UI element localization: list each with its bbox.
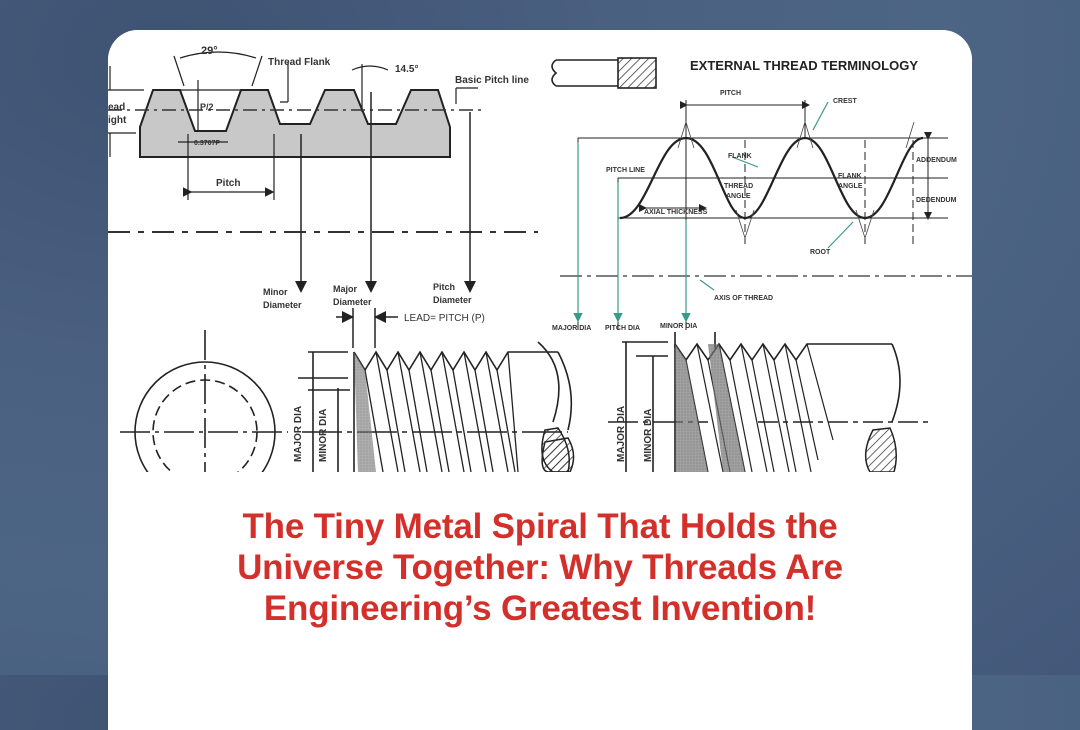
angle-14-5-label: 14.5° (395, 64, 418, 75)
pitch-line-label: PITCH LINE (606, 167, 645, 174)
major-dia-vertical-label: MAJOR DIA (293, 406, 304, 462)
thread-height-label-1: ead (108, 102, 125, 113)
thread-flank-label: Thread Flank (268, 57, 331, 68)
dedendum-label: DEDENDUM (916, 197, 957, 204)
major-dia-label-right: MAJOR DIA (552, 325, 591, 332)
thread-angle-label-1: THREAD (724, 183, 753, 190)
article-title-container: The Tiny Metal Spiral That Holds the Uni… (108, 472, 972, 629)
pitch-dia-label-right: PITCH DIA (605, 325, 640, 332)
crest-label: CREST (833, 98, 857, 105)
thread-angle-label-2: ANGLE (726, 193, 751, 200)
major-dia-vertical-label-right: MAJOR DIA (616, 406, 627, 462)
pitch-label: Pitch (216, 178, 240, 189)
axial-thickness-label: AXIAL THICKNESS (644, 209, 708, 216)
thread-diagram-graphic: 29° Thread Flank 14.5° Basic Pitch line … (108, 45, 972, 472)
thread-height-label-2: ight (108, 115, 127, 126)
thread-terminology-diagram: 29° Thread Flank 14.5° Basic Pitch line … (108, 30, 972, 472)
minor-diameter-label-2: Diameter (263, 300, 302, 310)
lead-pitch-label: LEAD= PITCH (P) (404, 313, 485, 324)
flank-angle-label-1: FLANK (838, 173, 862, 180)
basic-pitch-line-label: Basic Pitch line (455, 75, 529, 86)
axis-of-thread-label: AXIS OF THREAD (714, 295, 773, 302)
root-width-label: 0.3707P (194, 140, 220, 147)
major-diameter-label-1: Major (333, 284, 358, 294)
major-diameter-label-2: Diameter (333, 297, 372, 307)
article-title[interactable]: The Tiny Metal Spiral That Holds the Uni… (237, 507, 843, 628)
root-label: ROOT (810, 249, 831, 256)
article-card[interactable]: 29° Thread Flank 14.5° Basic Pitch line … (108, 30, 972, 730)
pitch-diameter-label-1: Pitch (433, 282, 455, 292)
minor-diameter-label-1: Minor (263, 287, 288, 297)
flank-angle-label-2: ANGLE (838, 183, 863, 190)
addendum-label: ADDENDUM (916, 157, 957, 164)
pitch-label-right: PITCH (720, 90, 741, 97)
diagram-heading: EXTERNAL THREAD TERMINOLOGY (690, 58, 918, 73)
angle-29-label: 29° (201, 45, 218, 57)
minor-dia-label-right: MINOR DIA (660, 323, 697, 330)
flank-label: FLANK (728, 153, 752, 160)
minor-dia-vertical-label: MINOR DIA (318, 409, 329, 462)
pitch-diameter-label-2: Diameter (433, 295, 472, 305)
minor-dia-vertical-label-right: MINOR DIA (643, 409, 654, 462)
p-half-label: P/2 (200, 102, 214, 112)
